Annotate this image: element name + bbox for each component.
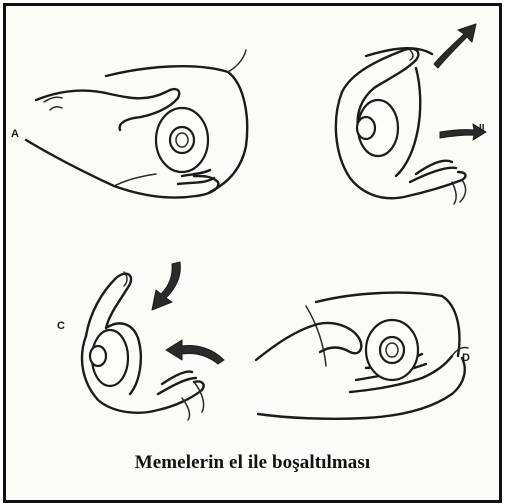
panel-label-d: D <box>462 352 470 364</box>
panel-d-illustration <box>256 293 468 419</box>
panel-label-c: C <box>57 320 65 332</box>
panel-label-a: A <box>11 128 19 140</box>
panel-a-illustration <box>26 50 247 198</box>
figure-caption: Memelerin el ile boşaltılması <box>6 452 499 474</box>
panel-label-b: II <box>479 123 485 134</box>
panel-c-illustration <box>82 262 224 420</box>
figure-frame: A II C D Memelerin el ile boşaltılması <box>3 3 502 503</box>
hand-expression-illustration <box>6 6 499 500</box>
panel-b-illustration <box>336 24 486 204</box>
